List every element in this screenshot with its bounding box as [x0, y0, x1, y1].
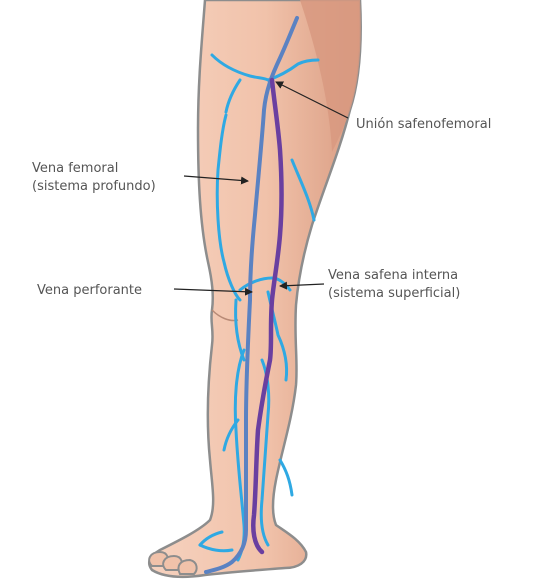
label-vena-femoral-line2: (sistema profundo): [32, 179, 156, 194]
label-vena-safena-line2: (sistema superficial): [328, 286, 460, 301]
label-union-safenofemoral: Unión safenofemoral: [356, 117, 491, 132]
label-vena-perforante: Vena perforante: [37, 283, 142, 298]
label-vena-femoral-line1: Vena femoral: [32, 161, 118, 176]
label-vena-safena-line1: Vena safena interna: [328, 268, 458, 283]
